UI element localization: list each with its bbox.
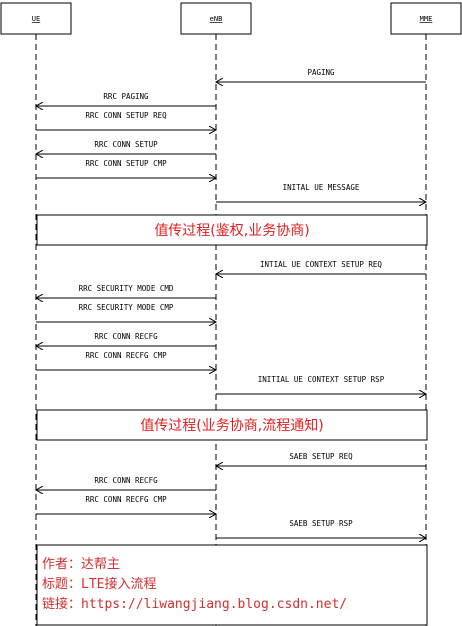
message-7: INTIAL UE CONTEXT SETUP REQ <box>216 260 426 274</box>
message-1-label: PAGING <box>307 68 335 77</box>
message-2: RRC PAGING <box>36 92 216 106</box>
message-10-label: RRC CONN RECFG <box>94 332 158 341</box>
message-4: RRC CONN SETUP <box>36 140 216 154</box>
participant-enb-label: eNB <box>210 15 223 23</box>
message-12: INITIAL UE CONTEXT SETUP RSP <box>216 375 426 394</box>
message-15: RRC CONN RECFG CMP <box>36 495 216 514</box>
message-3-label: RRC CONN SETUP REQ <box>85 111 167 120</box>
message-3: RRC CONN SETUP REQ <box>36 111 216 130</box>
message-8: RRC SECURITY MODE CMD <box>36 284 216 298</box>
message-13-label: SAEB SETUP REQ <box>289 452 353 461</box>
author-note: 作者：达帮主 标题：LTE接入流程 链接：https://liwangjiang… <box>36 544 428 626</box>
message-6: INITAL UE MESSAGE <box>216 183 426 202</box>
message-11: RRC CONN RECFG CMP <box>36 351 216 370</box>
message-12-label: INITIAL UE CONTEXT SETUP RSP <box>258 375 385 384</box>
message-7-label: INTIAL UE CONTEXT SETUP REQ <box>260 260 382 269</box>
note-title: 标题：LTE接入流程 <box>42 576 156 592</box>
process-box-1: 值传过程(鉴权,业务协商) <box>36 214 428 246</box>
message-16-label: SAEB SETUP RSP <box>289 519 353 528</box>
participant-enb: eNB <box>180 2 252 35</box>
message-4-label: RRC CONN SETUP <box>94 140 158 149</box>
message-5: RRC CONN SETUP CMP <box>36 159 216 178</box>
process-box-2-label: 值传过程(业务协商,流程通知) <box>140 417 323 434</box>
message-1: PAGING <box>216 68 426 82</box>
message-14-label: RRC CONN RECFG <box>94 476 158 485</box>
participant-mme-label: MME <box>420 15 433 23</box>
message-15-label: RRC CONN RECFG CMP <box>85 495 167 504</box>
participant-mme: MME <box>390 2 462 35</box>
note-author: 作者：达帮主 <box>42 557 120 572</box>
message-13: SAEB SETUP REQ <box>216 452 426 466</box>
message-8-label: RRC SECURITY MODE CMD <box>79 284 174 293</box>
message-5-label: RRC CONN SETUP CMP <box>85 159 167 168</box>
participant-ue-label: UE <box>32 15 40 23</box>
participant-ue: UE <box>0 2 72 35</box>
message-2-label: RRC PAGING <box>103 92 149 101</box>
message-9: RRC SECURITY MODE CMP <box>36 303 216 322</box>
message-9-label: RRC SECURITY MODE CMP <box>79 303 174 312</box>
message-11-label: RRC CONN RECFG CMP <box>85 351 167 360</box>
message-16: SAEB SETUP RSP <box>216 519 426 538</box>
note-link: 链接：https://liwangjiang.blog.csdn.net/ <box>42 596 347 612</box>
message-10: RRC CONN RECFG <box>36 332 216 346</box>
process-box-1-label: 值传过程(鉴权,业务协商) <box>154 223 309 239</box>
message-14: RRC CONN RECFG <box>36 476 216 490</box>
process-box-2: 值传过程(业务协商,流程通知) <box>36 409 428 441</box>
message-6-label: INITAL UE MESSAGE <box>283 183 360 192</box>
